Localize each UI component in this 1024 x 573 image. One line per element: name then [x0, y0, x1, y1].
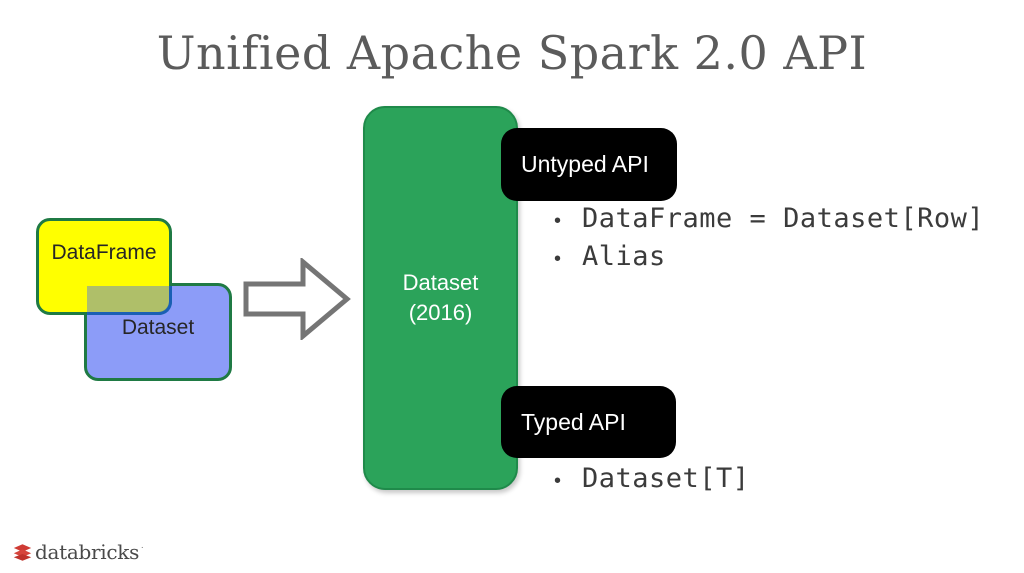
bullet-icon: • — [554, 248, 562, 270]
databricks-mark-icon — [12, 542, 33, 563]
list-item: • Alias — [548, 241, 984, 272]
list-item-label: Alias — [582, 241, 666, 272]
dataframe-yellow-box: DataFrame — [36, 218, 172, 315]
page-title: Unified Apache Spark 2.0 API — [156, 26, 868, 80]
untyped-api-bullet-list: • DataFrame = Dataset[Row] • Alias — [548, 203, 984, 279]
list-item: • DataFrame = Dataset[Row] — [548, 203, 984, 234]
typed-api-pill: Typed API — [501, 386, 676, 458]
untyped-api-pill: Untyped API — [501, 128, 677, 201]
untyped-api-label: Untyped API — [521, 151, 649, 177]
right-arrow-icon — [243, 256, 351, 345]
list-item-label: DataFrame = Dataset[Row] — [582, 203, 985, 234]
list-item-label: Dataset[T] — [582, 463, 750, 494]
dataset-2016-line1: Dataset — [402, 270, 479, 295]
bullet-icon: • — [554, 210, 562, 232]
typed-api-label: Typed API — [521, 408, 626, 435]
dataset-2016-line2: (2016) — [408, 300, 473, 325]
dataset-blue-label: Dataset — [121, 316, 195, 339]
bullet-icon: • — [554, 470, 562, 492]
typed-api-bullet-list: • Dataset[T] — [548, 463, 750, 494]
dataset-2016-box: Dataset (2016) — [363, 106, 518, 490]
list-item: • Dataset[T] — [548, 463, 750, 494]
dataset-2016-label: Dataset (2016) — [365, 268, 516, 328]
databricks-wordmark: databricks — [35, 540, 140, 564]
databricks-trademark: ˙ — [140, 547, 145, 557]
databricks-logo: databricks ˙ — [12, 540, 145, 564]
dataframe-label: DataFrame — [51, 241, 157, 264]
